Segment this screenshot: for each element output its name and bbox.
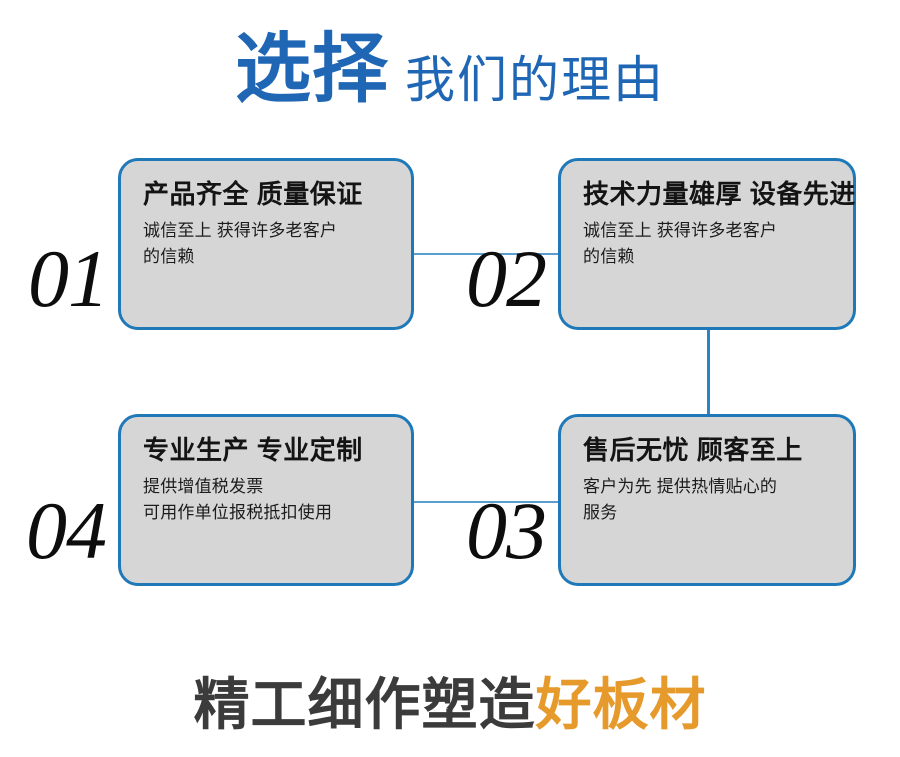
reason-card-04-body-line-1: 提供增值税发票 [143, 477, 264, 497]
reason-number-04: 04 [26, 485, 107, 576]
reason-card-01[interactable]: 产品齐全 质量保证 诚信至上 获得许多老客户 的信赖 [118, 158, 414, 330]
reason-card-04-body: 提供增值税发票 可用作单位报税抵扣使用 [143, 474, 391, 525]
reason-card-03-body-line-1: 客户为先 提供热情贴心的 [583, 477, 778, 497]
reason-card-04-title: 专业生产 专业定制 [143, 435, 363, 465]
connector-line-02-to-03 [707, 326, 710, 418]
reason-card-02-body-line-1: 诚信至上 获得许多老客户 [583, 221, 778, 241]
reason-card-01-title: 产品齐全 质量保证 [143, 179, 363, 209]
reason-card-02-body: 诚信至上 获得许多老客户 的信赖 [583, 218, 833, 269]
reason-card-03-title: 售后无忧 顾客至上 [583, 435, 803, 465]
reason-card-01-body-line-1: 诚信至上 获得许多老客户 [143, 221, 338, 241]
footer-slogan: 精工细作塑造 好板材 [0, 668, 900, 742]
reason-card-03-body: 客户为先 提供热情贴心的 服务 [583, 474, 833, 525]
reason-number-02: 02 [466, 233, 547, 324]
page-title-emphasis: 选择 [235, 27, 389, 112]
reason-card-03-body-line-2: 服务 [583, 502, 618, 522]
connector-line-01-to-02 [412, 253, 560, 255]
page-title: 选择 我们的理由 [0, 24, 900, 120]
footer-slogan-primary: 精工细作塑造 [193, 673, 536, 736]
connector-line-03-to-04 [412, 501, 560, 503]
reason-card-01-body-line-2: 的信赖 [143, 246, 195, 266]
reason-number-01: 01 [28, 233, 109, 324]
reason-card-04[interactable]: 专业生产 专业定制 提供增值税发票 可用作单位报税抵扣使用 [118, 414, 414, 586]
reason-card-04-body-line-2: 可用作单位报税抵扣使用 [143, 502, 333, 522]
reason-card-03[interactable]: 售后无忧 顾客至上 客户为先 提供热情贴心的 服务 [558, 414, 856, 586]
footer-slogan-accent: 好板材 [535, 673, 707, 736]
reason-card-02-body-line-2: 的信赖 [583, 246, 635, 266]
reason-card-02-title: 技术力量雄厚 设备先进 [583, 179, 856, 209]
reason-number-03: 03 [466, 485, 547, 576]
reason-card-01-body: 诚信至上 获得许多老客户 的信赖 [143, 218, 391, 269]
page-title-subtext: 我们的理由 [405, 52, 665, 108]
reason-card-02[interactable]: 技术力量雄厚 设备先进 诚信至上 获得许多老客户 的信赖 [558, 158, 856, 330]
